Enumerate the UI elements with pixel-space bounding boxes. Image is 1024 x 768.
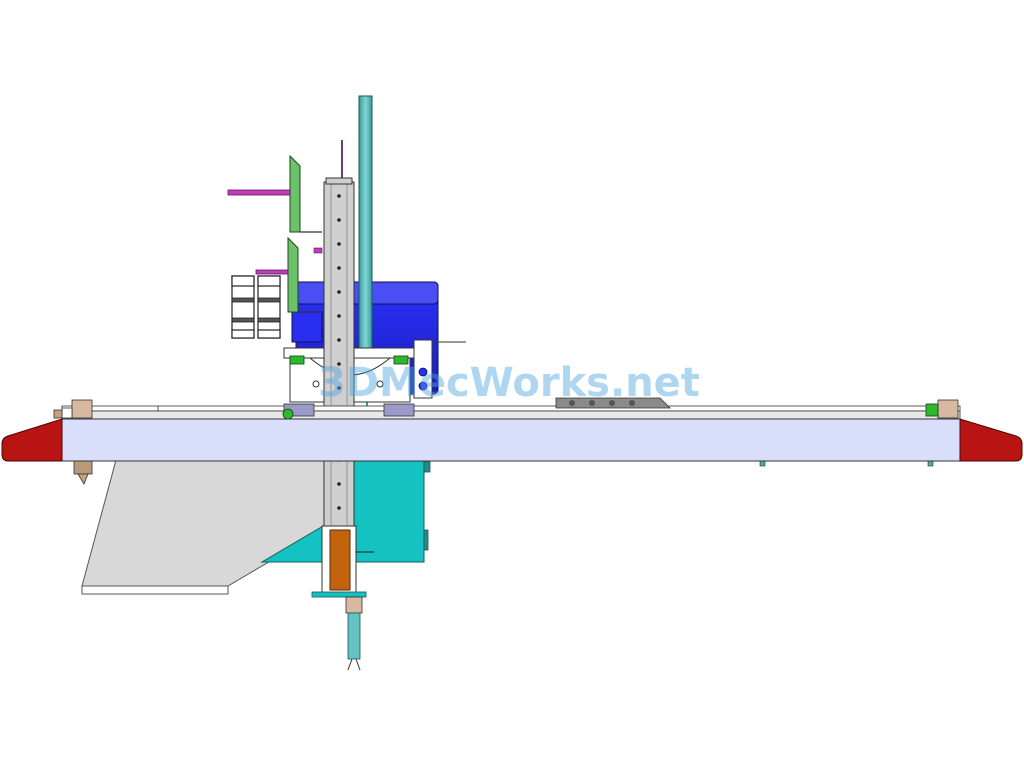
green-roller xyxy=(282,408,294,420)
rail-block-right xyxy=(383,403,415,417)
column-bolt xyxy=(337,506,341,510)
gripper-fingers xyxy=(231,275,281,339)
magenta-pin xyxy=(313,247,323,254)
side-bracket xyxy=(413,339,466,399)
column-bolt xyxy=(337,314,341,318)
column-bolt xyxy=(337,266,341,270)
left-sensor xyxy=(73,459,93,485)
right-end-stop xyxy=(925,399,959,419)
green-guide-plate-lower xyxy=(287,236,322,313)
gripper-finger-left xyxy=(231,275,255,339)
left-end-cap xyxy=(1,418,63,462)
column-bolt xyxy=(337,386,341,390)
magenta-arm-upper xyxy=(227,189,291,196)
green-guide-plate-upper xyxy=(289,154,322,233)
vertical-column xyxy=(323,177,355,527)
main-beam xyxy=(61,418,961,462)
top-rail xyxy=(61,405,961,420)
column-bolt xyxy=(337,482,341,486)
column-bolt xyxy=(337,290,341,294)
left-end-stop xyxy=(53,399,93,419)
column-bolt xyxy=(337,362,341,366)
grey-support-plate xyxy=(81,459,341,595)
watermark-text: 3DMecWorks.net xyxy=(318,360,700,406)
column-bolt xyxy=(337,218,341,222)
column-lower xyxy=(311,525,374,598)
column-bolt xyxy=(337,194,341,198)
end-effector-tool xyxy=(345,596,363,671)
column-bolt xyxy=(337,338,341,342)
magenta-arm-lower xyxy=(255,269,289,275)
gripper-finger-right xyxy=(257,275,281,339)
cable-chain xyxy=(555,397,671,409)
column-bolt xyxy=(337,242,341,246)
right-end-cap xyxy=(959,418,1023,462)
